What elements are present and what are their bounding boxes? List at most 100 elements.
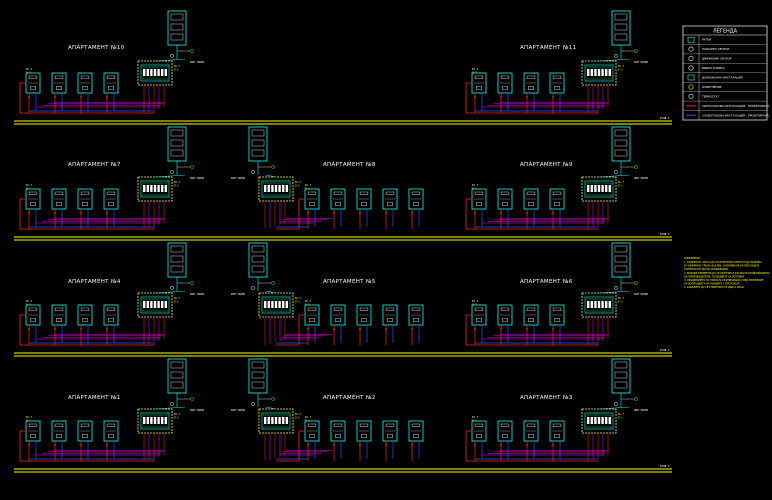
junction-dot <box>500 96 502 98</box>
device-terminal <box>413 434 420 438</box>
apartment-title: АПАРТАМЕНТ №4 <box>68 279 121 285</box>
riser-to-panel <box>265 290 277 294</box>
breaker <box>285 417 288 424</box>
breaker <box>264 417 267 424</box>
legend-item-label: РУТЪР <box>702 38 711 42</box>
device-box <box>356 188 372 210</box>
notes-line: 4. КАБЕЛИТЕ ДА СЕ ЕТИКЕТИРАТ В ДВАТА КРА… <box>684 286 744 289</box>
breaker <box>143 69 146 76</box>
breaker <box>282 185 285 192</box>
junction-dot <box>80 328 82 330</box>
device-label-frame <box>359 307 369 311</box>
smoke-sensor-icon <box>634 281 638 285</box>
device-terminal <box>528 318 535 322</box>
device-label-frame <box>333 307 343 311</box>
breaker <box>590 69 593 76</box>
line-tag: Л-1 <box>26 303 31 307</box>
panel-inner <box>140 64 170 82</box>
floor-tag: ЕТАЖ 2 <box>660 348 670 352</box>
device-terminal <box>309 318 316 322</box>
junction-dot <box>28 328 30 330</box>
router-port <box>251 265 265 273</box>
device-box <box>77 304 93 326</box>
breaker <box>601 185 604 192</box>
device-label-frame <box>28 423 38 427</box>
breaker <box>153 417 157 424</box>
line-tag: Л-1 <box>472 419 477 423</box>
breaker <box>274 185 278 192</box>
panel-inner <box>584 296 614 314</box>
device-label-frame <box>500 307 510 311</box>
device-terminal <box>361 202 368 206</box>
breaker <box>153 185 157 192</box>
router-port <box>170 265 184 273</box>
legend-item-label: СИЛНОТОКОВА ИНСТАЛАЦИЯ - ПРОЕКТИРАНА <box>702 104 769 108</box>
junction-dot <box>526 444 528 446</box>
device-terminal <box>56 202 63 206</box>
notes-line: НА ПРОИЗВОДИТЕЛЯ. ПОЗИЦИИТЕ СА УСЛОВНИ. <box>684 275 745 278</box>
legend-item-label: ПОЖАРЕН СЕНЗОР <box>702 47 729 51</box>
breaker <box>264 185 267 192</box>
legend-item-label: ВИДЕО КАМЕРА <box>702 66 725 70</box>
apartment-title: АПАРТАМЕНТ №1 <box>68 395 121 401</box>
junction-dot <box>80 444 82 446</box>
line-tag: Л-1 <box>174 300 179 304</box>
device-label-frame <box>552 191 562 195</box>
device-box <box>330 188 346 210</box>
breaker <box>153 69 157 76</box>
junction-dot <box>333 212 335 214</box>
apartment-title: АПАРТАМЕНТ №7 <box>68 162 121 168</box>
breaker <box>590 417 593 424</box>
line-tag: Л-1 <box>174 184 179 188</box>
junction-dot <box>80 212 82 214</box>
junction-dot <box>359 328 361 330</box>
apartment-title: АПАРТАМЕНТ №3 <box>520 395 573 401</box>
router-port <box>614 381 628 389</box>
device-box <box>356 420 372 442</box>
device-tag: Ел.Т <box>305 299 312 303</box>
junction-dot <box>385 444 387 446</box>
panel-inner <box>261 412 291 430</box>
device-tag: Ел.Т <box>472 415 479 419</box>
legend-item-label: ОСВЕТЛЕНИЕ <box>702 85 722 89</box>
device-box <box>523 420 539 442</box>
router-display <box>251 129 265 137</box>
breaker <box>164 185 167 192</box>
router-display <box>251 361 265 369</box>
device-label-frame <box>80 423 90 427</box>
device-box <box>77 72 93 94</box>
device-tag: Ел.Т <box>26 183 33 187</box>
router-port <box>170 149 184 157</box>
device-label-frame <box>106 191 116 195</box>
device-terminal <box>476 202 483 206</box>
panel-inner <box>584 180 614 198</box>
breaker <box>594 417 597 424</box>
device-box <box>549 72 565 94</box>
motion-sensor-icon <box>251 170 255 174</box>
breaker <box>157 417 160 424</box>
router-port <box>614 139 628 147</box>
device-terminal <box>413 318 420 322</box>
switch-note: КЪМ ТАБЛО <box>634 60 648 64</box>
smoke-sensor-icon <box>190 281 194 285</box>
device-label-frame <box>54 307 64 311</box>
device-tag: Ел.Т <box>618 296 625 300</box>
device-label-frame <box>307 423 317 427</box>
breaker <box>150 301 153 308</box>
smoke-sensor-icon <box>190 165 194 169</box>
smoke-sensor-icon <box>634 397 638 401</box>
device-box <box>497 188 513 210</box>
device-label-frame <box>411 423 421 427</box>
device-terminal <box>335 434 342 438</box>
device-label-frame <box>474 75 484 79</box>
lamp-icon <box>688 84 694 90</box>
device-tag: Ел.Т <box>305 183 312 187</box>
device-box <box>549 188 565 210</box>
device-terminal <box>502 434 509 438</box>
device-terminal <box>56 434 63 438</box>
breaker <box>157 69 160 76</box>
breaker <box>271 185 274 192</box>
smoke-sensor-icon <box>190 49 194 53</box>
